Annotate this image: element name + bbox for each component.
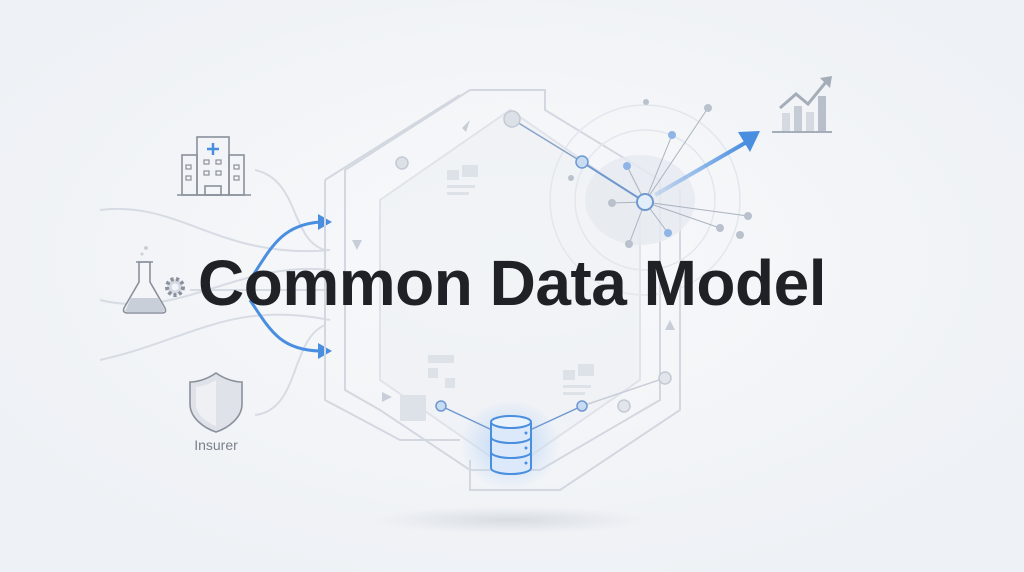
insurer-label: Insurer <box>194 437 238 453</box>
flow-arrowheads <box>352 120 675 402</box>
doc-panels <box>400 165 594 421</box>
bar-chart-trend-icon <box>772 76 832 133</box>
hospital-icon <box>177 136 251 196</box>
database-icon <box>490 415 532 475</box>
flow-arrow-bottom <box>248 299 321 353</box>
page-title: Common Data Model <box>198 247 826 319</box>
node <box>503 110 521 128</box>
hub-node <box>636 193 654 211</box>
flow-arrow-top <box>248 220 321 281</box>
node <box>575 155 589 169</box>
floor-shadow <box>370 506 650 534</box>
shield-icon <box>189 372 243 433</box>
growth-arrow <box>653 141 747 197</box>
node <box>395 156 409 170</box>
lab-flask-gear-icon <box>122 246 185 314</box>
